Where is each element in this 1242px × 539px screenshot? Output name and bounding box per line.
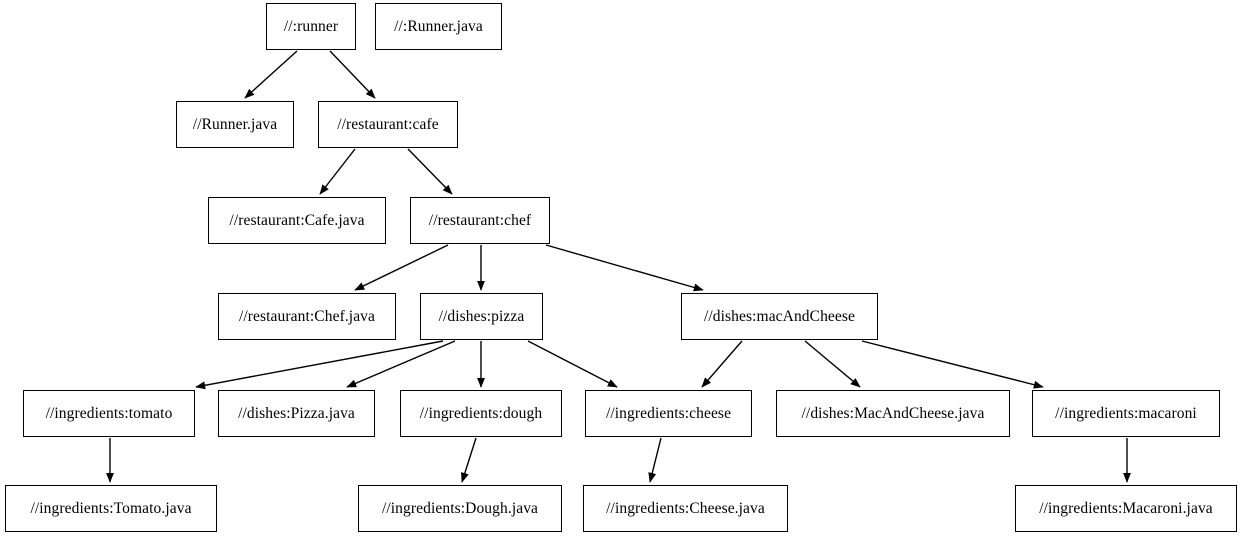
graph-node-label: //ingredients:Dough.java bbox=[381, 499, 539, 517]
graph-node-label: //dishes:pizza bbox=[438, 307, 525, 325]
graph-node-label: //Runner.java bbox=[192, 115, 278, 133]
graph-edge-dishes_mac-to-ing_macaroni bbox=[861, 340, 1044, 389]
graph-edge-dishes_mac-to-ing_cheese bbox=[701, 340, 743, 388]
graph-node-restaurant_chef[interactable]: //restaurant:chef bbox=[410, 197, 550, 244]
graph-edge-ing_cheese-to-cheese_java bbox=[648, 437, 662, 483]
graph-node-dishes_mac[interactable]: //dishes:macAndCheese bbox=[681, 293, 878, 340]
graph-node-ing_macaroni[interactable]: //ingredients:macaroni bbox=[1032, 390, 1220, 437]
graph-edge-dishes_mac-to-mac_java bbox=[804, 340, 861, 388]
graph-node-pizza_java[interactable]: //dishes:Pizza.java bbox=[218, 390, 375, 437]
graph-node-cheese_java[interactable]: //ingredients:Cheese.java bbox=[583, 485, 788, 532]
graph-edge-restaurant_chef-to-chef_java bbox=[354, 244, 449, 291]
graph-edge-restaurant_cafe-to-cafe_java bbox=[319, 148, 356, 195]
graph-node-label: //ingredients:cheese bbox=[605, 404, 732, 422]
graph-node-ing_tomato[interactable]: //ingredients:tomato bbox=[23, 390, 195, 437]
graph-edge-restaurant_cafe-to-restaurant_chef bbox=[407, 148, 453, 195]
graph-node-chef_java[interactable]: //restaurant:Chef.java bbox=[218, 293, 396, 340]
graph-node-label: //restaurant:cafe bbox=[337, 115, 439, 133]
graph-node-label: //restaurant:chef bbox=[428, 211, 532, 229]
graph-edge-dishes_pizza-to-ing_tomato bbox=[195, 340, 444, 390]
graph-node-macaroni_java[interactable]: //ingredients:Macaroni.java bbox=[1015, 485, 1237, 532]
graph-edge-runner-to-runner_java bbox=[244, 50, 298, 99]
graph-node-label: //ingredients:Cheese.java bbox=[606, 499, 765, 517]
graph-node-label: //ingredients:dough bbox=[419, 404, 543, 422]
graph-edge-dishes_pizza-to-ing_cheese bbox=[527, 340, 618, 388]
graph-node-cafe_java[interactable]: //restaurant:Cafe.java bbox=[208, 197, 386, 244]
graph-node-dough_java[interactable]: //ingredients:Dough.java bbox=[358, 485, 562, 532]
graph-node-label: //ingredients:macaroni bbox=[1055, 404, 1197, 422]
graph-node-label: //dishes:Pizza.java bbox=[238, 404, 355, 422]
graph-node-label: //ingredients:Tomato.java bbox=[30, 499, 192, 517]
graph-node-label: //ingredients:tomato bbox=[45, 404, 173, 422]
graph-edge-restaurant_chef-to-dishes_mac bbox=[545, 244, 704, 292]
graph-node-runner_java_root[interactable]: //:Runner.java bbox=[375, 3, 502, 50]
graph-node-label: //restaurant:Chef.java bbox=[238, 307, 376, 325]
graph-node-label: //restaurant:Cafe.java bbox=[229, 211, 365, 229]
graph-edge-dishes_pizza-to-pizza_java bbox=[346, 340, 456, 388]
graph-node-dishes_pizza[interactable]: //dishes:pizza bbox=[420, 293, 543, 340]
graph-node-tomato_java[interactable]: //ingredients:Tomato.java bbox=[5, 485, 217, 532]
graph-node-ing_dough[interactable]: //ingredients:dough bbox=[400, 390, 562, 437]
graph-node-label: //:runner bbox=[283, 17, 339, 35]
graph-node-label: //:Runner.java bbox=[394, 17, 483, 35]
graph-node-label: //dishes:MacAndCheese.java bbox=[801, 404, 985, 422]
graph-node-label: //dishes:macAndCheese bbox=[703, 307, 856, 325]
graph-node-runner[interactable]: //:runner bbox=[266, 3, 356, 50]
graph-edge-runner-to-restaurant_cafe bbox=[329, 50, 376, 99]
graph-node-runner_java[interactable]: //Runner.java bbox=[176, 101, 294, 148]
graph-node-ing_cheese[interactable]: //ingredients:cheese bbox=[585, 390, 752, 437]
graph-node-restaurant_cafe[interactable]: //restaurant:cafe bbox=[318, 101, 458, 148]
graph-node-label: //ingredients:Macaroni.java bbox=[1039, 499, 1213, 517]
graph-edge-ing_dough-to-dough_java bbox=[460, 437, 477, 483]
graph-node-mac_java[interactable]: //dishes:MacAndCheese.java bbox=[776, 390, 1010, 437]
